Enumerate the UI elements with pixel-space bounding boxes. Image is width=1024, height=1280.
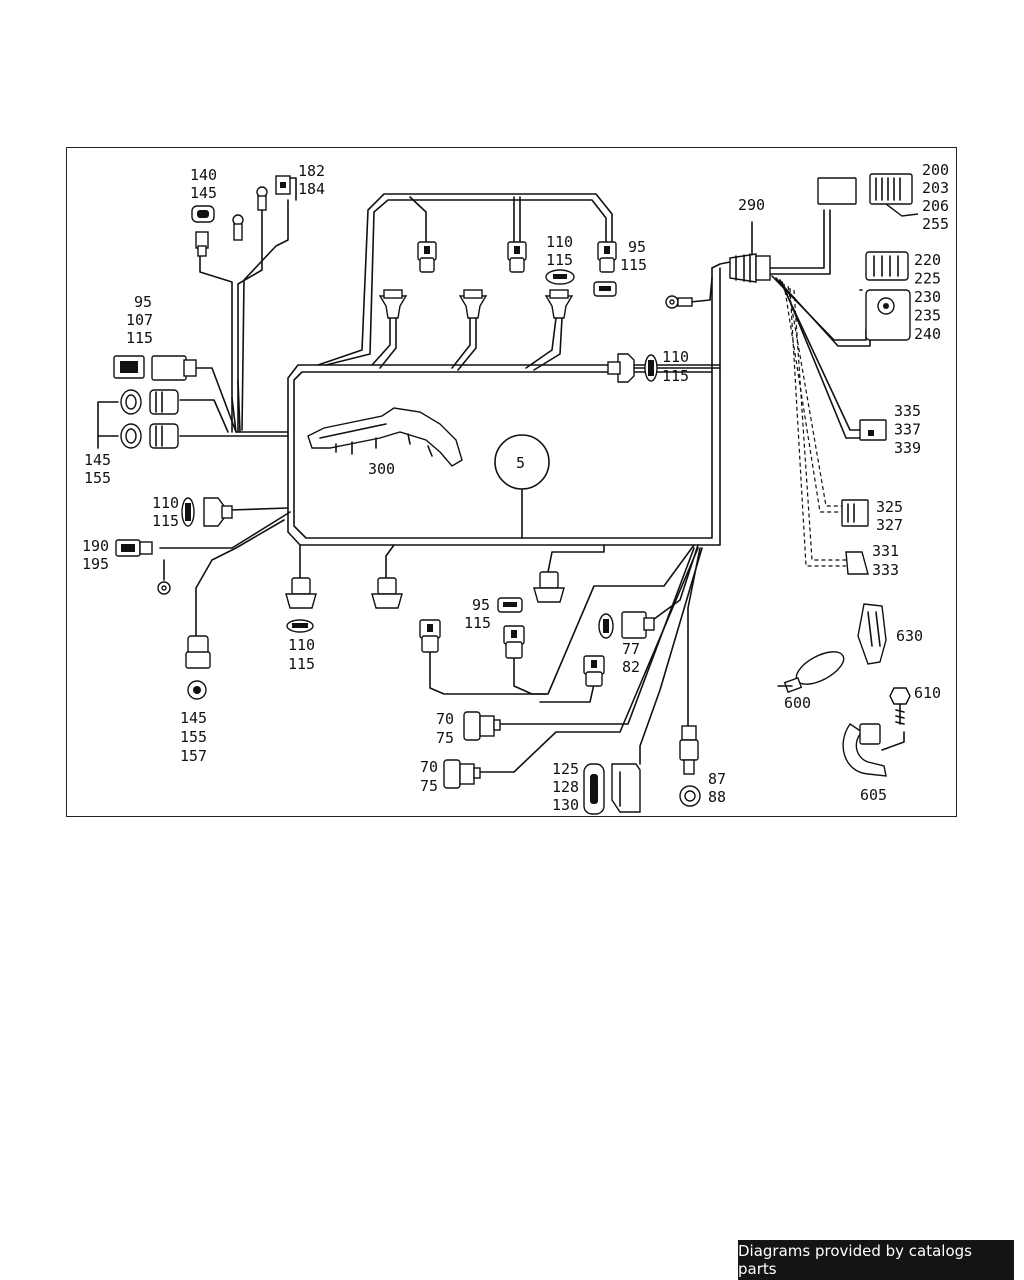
connector-182[interactable] bbox=[275, 175, 291, 195]
callout-300: 300 bbox=[368, 460, 395, 478]
harness-top-loop bbox=[317, 193, 721, 371]
ring-terminal-190[interactable] bbox=[157, 581, 171, 595]
callout-610: 610 bbox=[914, 684, 941, 702]
callout-290: 290 bbox=[738, 196, 765, 214]
connector-top-1[interactable] bbox=[417, 241, 437, 273]
callout-600: 600 bbox=[784, 694, 811, 712]
connector-plug-2[interactable] bbox=[458, 289, 488, 319]
harness-right-branches bbox=[689, 209, 871, 567]
seal-gasket-top[interactable] bbox=[545, 269, 575, 285]
connector-110-left[interactable] bbox=[181, 497, 233, 527]
connector-145-left-2[interactable] bbox=[120, 423, 179, 449]
seal-gasket-top-2[interactable] bbox=[593, 281, 617, 297]
connector-right-110[interactable] bbox=[607, 353, 658, 383]
connector-95-left[interactable] bbox=[113, 355, 197, 381]
connector-125[interactable] bbox=[583, 763, 641, 815]
connector-110-bottom-1[interactable] bbox=[285, 577, 317, 633]
grommet-70-b[interactable] bbox=[443, 759, 481, 789]
connector-331[interactable] bbox=[845, 551, 869, 575]
boot-grommet-290[interactable] bbox=[729, 221, 771, 283]
connector-plug-3[interactable] bbox=[544, 289, 574, 319]
connector-200[interactable] bbox=[817, 173, 919, 217]
connector-325[interactable] bbox=[841, 499, 869, 527]
connector-top-3[interactable] bbox=[597, 241, 617, 273]
connector-top-2[interactable] bbox=[507, 241, 527, 273]
connector-lower-2[interactable] bbox=[503, 625, 525, 659]
sensor-140[interactable] bbox=[191, 205, 215, 257]
cable-tie-600[interactable] bbox=[777, 645, 849, 693]
screw-610[interactable] bbox=[889, 687, 911, 725]
grommet-70-a[interactable] bbox=[463, 711, 501, 741]
bracket-145-left bbox=[97, 401, 119, 449]
harness-left-branches bbox=[159, 199, 395, 637]
connector-95-mid[interactable] bbox=[497, 597, 523, 613]
ring-terminal-2[interactable] bbox=[256, 186, 268, 211]
clip-630[interactable] bbox=[857, 603, 887, 665]
connector-plug-1[interactable] bbox=[378, 289, 408, 319]
center-reference-label: 5 bbox=[516, 454, 525, 472]
harness-main-trunk bbox=[287, 267, 721, 546]
callout-605: 605 bbox=[860, 786, 887, 804]
connector-145-left-1[interactable] bbox=[120, 389, 179, 415]
connector-bottom-2[interactable] bbox=[371, 577, 403, 609]
ring-terminal-1[interactable] bbox=[232, 214, 244, 241]
clamp-605[interactable] bbox=[842, 723, 905, 777]
harness-bundle-300[interactable] bbox=[307, 407, 463, 467]
sensor-87[interactable] bbox=[679, 725, 701, 807]
diagram-frame bbox=[66, 147, 957, 817]
footer-credit: Diagrams provided by catalogs parts bbox=[738, 1240, 1014, 1280]
connector-lower-1[interactable] bbox=[419, 619, 441, 653]
relay-230[interactable] bbox=[865, 289, 911, 341]
connector-77[interactable] bbox=[598, 611, 655, 639]
connector-lower-3[interactable] bbox=[583, 655, 605, 687]
callout-630: 630 bbox=[896, 627, 923, 645]
connector-335[interactable] bbox=[859, 419, 887, 441]
connector-190[interactable] bbox=[115, 539, 153, 557]
connector-bottom-3[interactable] bbox=[533, 571, 565, 603]
connector-145-bottom[interactable] bbox=[185, 635, 211, 700]
center-reference-circle bbox=[494, 434, 550, 490]
connector-220[interactable] bbox=[865, 251, 909, 281]
leader-lines bbox=[289, 177, 863, 291]
ring-terminal-right[interactable] bbox=[665, 295, 693, 309]
